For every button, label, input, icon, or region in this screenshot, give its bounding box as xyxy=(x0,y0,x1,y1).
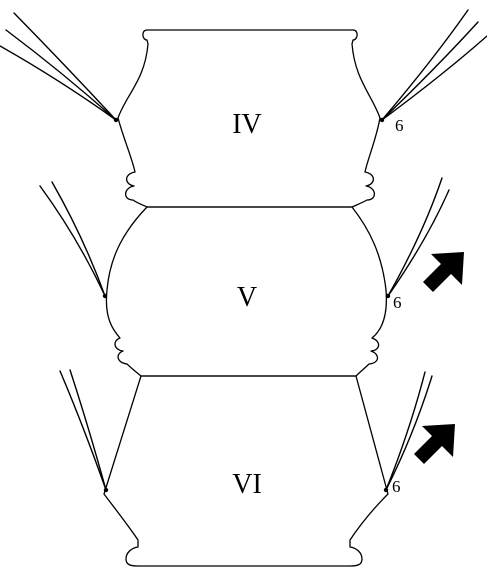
segment-iv-seta-count: 6 xyxy=(395,116,404,135)
segment-v-seta-count: 6 xyxy=(393,293,402,312)
segment-vi: VI 6 xyxy=(60,370,455,566)
segment-v-label: V xyxy=(237,282,257,313)
segment-iv: IV 6 xyxy=(0,10,487,207)
segment-vi-left-setae xyxy=(60,370,108,492)
segment-vi-seta-count: 6 xyxy=(392,477,401,496)
segment-iv-left-setae xyxy=(0,13,118,122)
segment-vi-label: VI xyxy=(232,469,262,500)
segment-iv-label: IV xyxy=(232,109,262,140)
segment-v: V 6 xyxy=(40,178,464,376)
segment-v-arrow-icon xyxy=(423,252,464,292)
segment-iv-right-setae xyxy=(380,10,487,122)
segment-v-left-setae xyxy=(40,182,107,298)
segment-vi-right-setae xyxy=(384,372,432,492)
segment-vi-arrow-icon xyxy=(414,424,455,464)
